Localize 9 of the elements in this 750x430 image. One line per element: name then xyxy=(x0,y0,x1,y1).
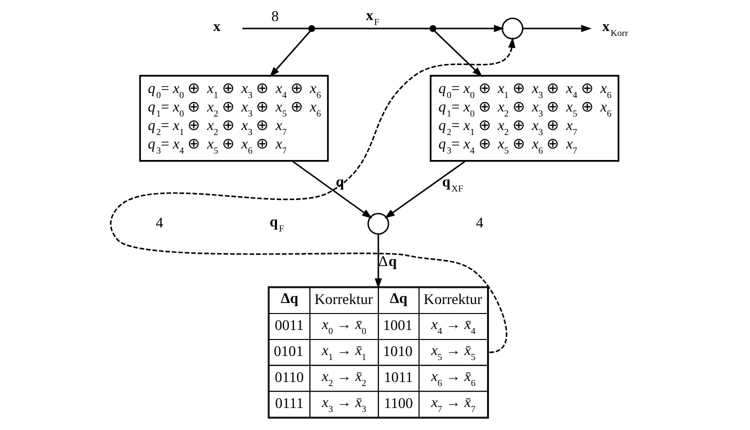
edge-label: q$_{XF}$ xyxy=(442,174,464,195)
edge-label: 8 xyxy=(271,8,279,25)
label: 4 xyxy=(156,215,164,232)
label: 4 xyxy=(476,215,484,232)
node-text: x$_{Korr}$ xyxy=(602,19,628,40)
label: q$_{F}$ xyxy=(270,214,284,234)
node-text: x xyxy=(213,19,221,36)
edge-label: Δq xyxy=(378,254,397,270)
edge-label: x$_{F}$ xyxy=(366,8,380,28)
